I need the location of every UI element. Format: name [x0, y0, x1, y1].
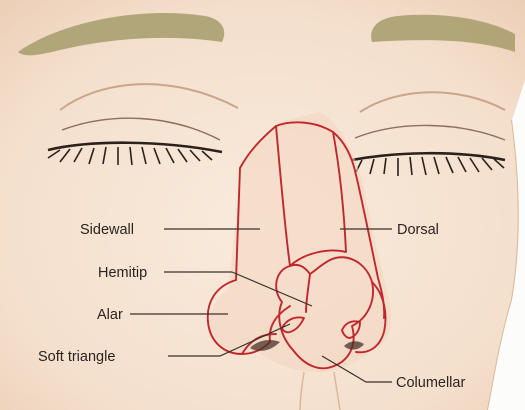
hemitip-label: Hemitip [98, 265, 147, 281]
columellar-label: Columellar [396, 375, 465, 391]
soft-triangle-label: Soft triangle [38, 349, 115, 365]
dorsal-label: Dorsal [397, 222, 439, 238]
sidewall-label: Sidewall [80, 222, 134, 238]
alar-label: Alar [97, 307, 123, 323]
